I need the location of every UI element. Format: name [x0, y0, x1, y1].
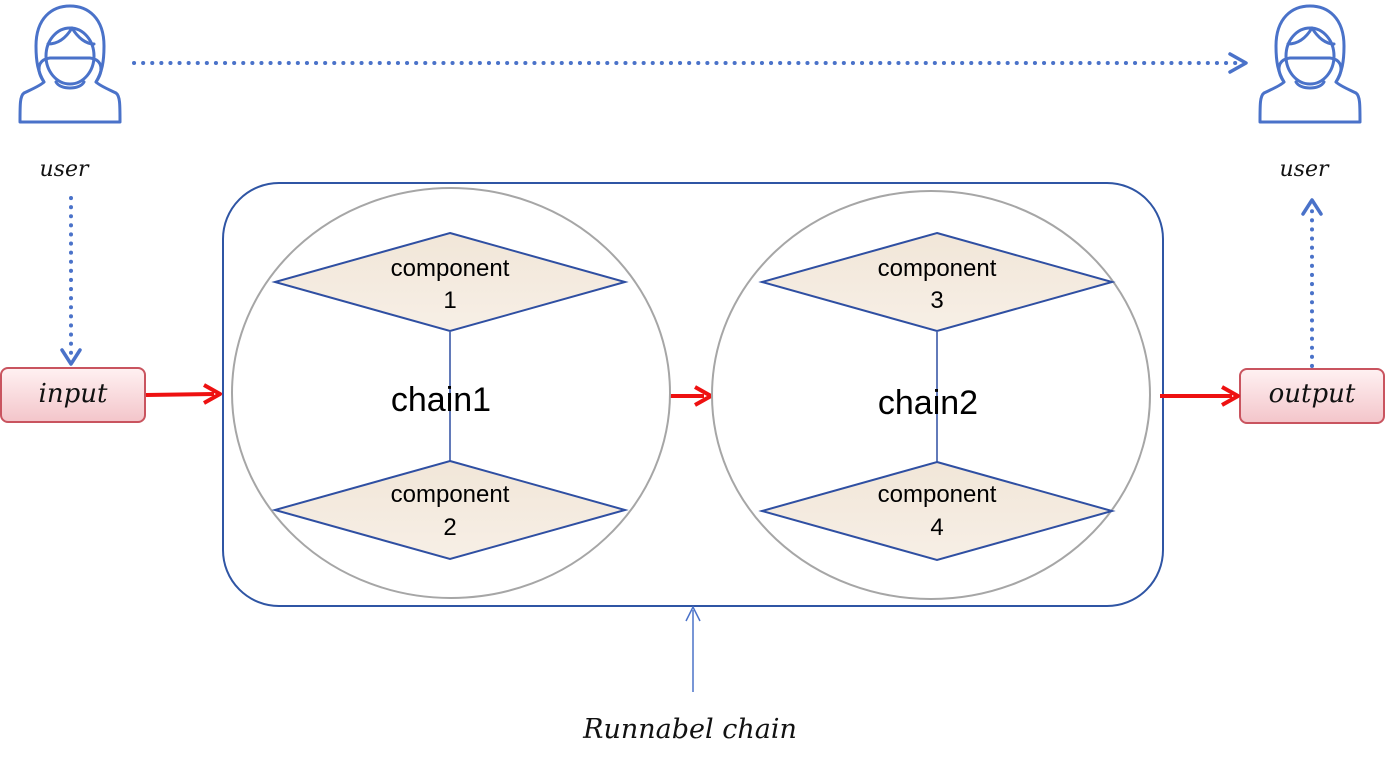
component-1-diamond	[271, 231, 629, 333]
chain1-group: component 1 component 2 chain1	[231, 187, 671, 599]
component-1-label: component	[391, 255, 510, 282]
runnable-chain-pointer-arrow	[685, 605, 701, 692]
dotted-arrow-user-to-user	[132, 52, 1248, 74]
output-box: output	[1239, 368, 1385, 424]
chain2-circle	[711, 190, 1151, 600]
chain2-group: component 3 component 4 chain2	[711, 190, 1151, 600]
component-3-number: 3	[930, 287, 943, 314]
component-2-label: component	[391, 481, 510, 508]
input-label: input	[39, 379, 108, 409]
input-box: input	[0, 367, 146, 423]
runnable-chain-label: Runnabel chain	[582, 714, 797, 745]
component-4-label: component	[878, 481, 997, 508]
user-icon-right	[1258, 4, 1362, 124]
component-4-diamond	[758, 460, 1116, 562]
red-arrow-chain1-to-chain2	[669, 385, 713, 407]
component-4-number: 4	[930, 514, 943, 541]
user-icon-left	[18, 4, 122, 124]
red-arrow-chain-to-output	[1160, 385, 1240, 407]
component-2-number: 2	[443, 514, 456, 541]
dotted-arrow-output-to-user	[1301, 198, 1323, 368]
component-3-label: component	[878, 255, 997, 282]
chain1-label: chain1	[391, 381, 491, 419]
chain2-label: chain2	[878, 384, 978, 422]
user-label-left: user	[40, 157, 90, 182]
component-2-diamond	[271, 459, 629, 561]
red-arrow-input-to-chain	[145, 383, 222, 405]
component-3-diamond	[758, 231, 1116, 333]
component-1-number: 1	[443, 287, 456, 314]
chain1-circle	[231, 187, 671, 599]
user-label-right: user	[1280, 157, 1330, 182]
output-label: output	[1269, 379, 1356, 409]
dotted-arrow-user-to-input	[60, 196, 82, 366]
